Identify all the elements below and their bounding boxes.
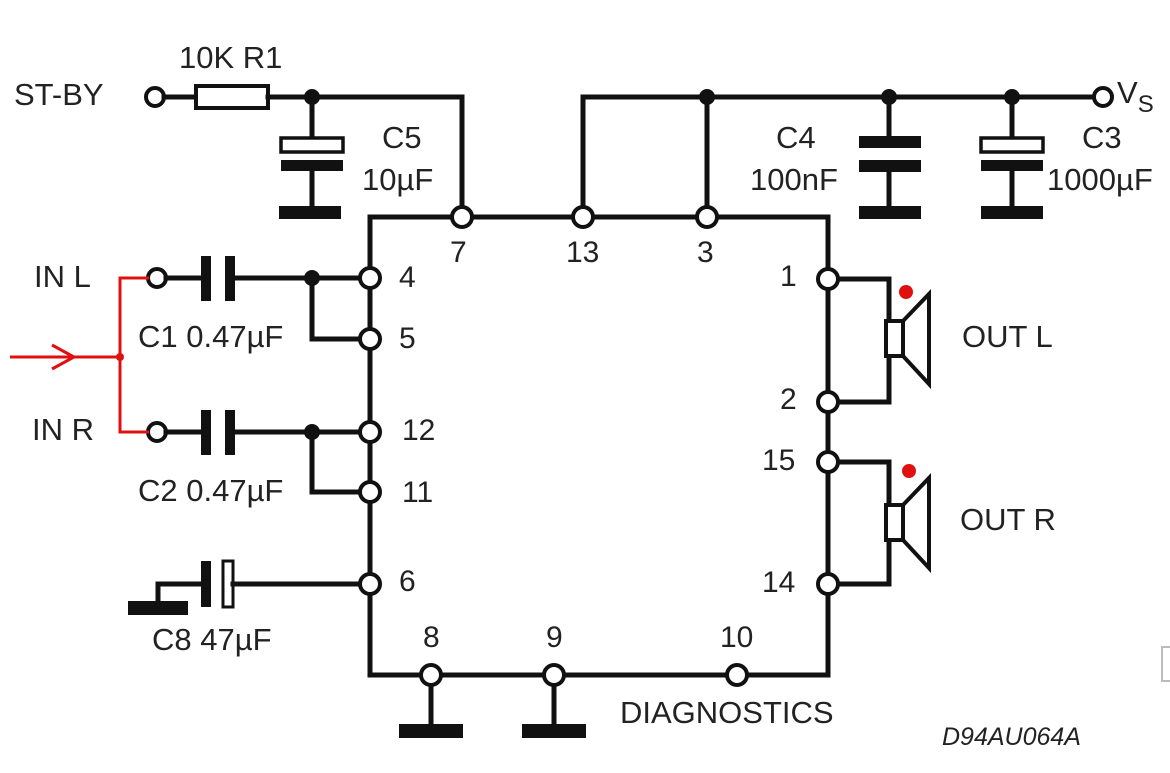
c5-name-label: C5 [382, 120, 422, 155]
ground-c8 [128, 601, 188, 615]
pin-8[interactable] [419, 663, 443, 687]
pin-3[interactable] [695, 205, 719, 229]
speaker-left [833, 276, 931, 405]
pin-10-number: 10 [720, 621, 753, 654]
pin-15[interactable] [816, 450, 840, 474]
pin-12[interactable] [358, 420, 382, 444]
pin-10[interactable] [725, 663, 749, 687]
pin-8-number: 8 [423, 621, 440, 654]
vs-label: VS [1117, 75, 1154, 118]
ground-c4 [859, 206, 921, 219]
pin-3-number: 3 [697, 236, 714, 269]
speaker-right-polarity-dot [902, 464, 916, 478]
capacitor-c4 [859, 136, 921, 148]
st-by-terminal[interactable] [144, 86, 166, 108]
r1-label: 10K R1 [179, 40, 282, 75]
in-r-terminal[interactable] [146, 421, 168, 443]
pin-4[interactable] [358, 266, 382, 290]
c8-label: C8 47µF [152, 622, 272, 657]
ground-c5 [279, 206, 341, 219]
pin-13-number: 13 [566, 236, 599, 269]
speaker-right [833, 459, 931, 587]
edge-artifact [1161, 646, 1170, 682]
pin-14-number: 14 [762, 566, 795, 599]
pin-7-number: 7 [450, 236, 467, 269]
c4-value-label: 100nF [750, 162, 838, 197]
drawing-code-label: D94AU064A [942, 723, 1081, 751]
input-left-network [146, 256, 365, 342]
pin-12-number: 12 [402, 414, 435, 447]
pin-2[interactable] [816, 390, 840, 414]
ic-pins [358, 205, 840, 687]
capacitor-c8 [201, 561, 211, 607]
pin-5[interactable] [358, 327, 382, 351]
input-right-network [146, 410, 365, 495]
in-l-label: IN L [34, 259, 91, 294]
pin-7[interactable] [450, 205, 474, 229]
input-feed-highlight [10, 276, 149, 434]
c4-name-label: C4 [776, 120, 816, 155]
pin-6-number: 6 [399, 565, 416, 598]
pin-1[interactable] [816, 267, 840, 291]
pin-5-number: 5 [399, 322, 416, 355]
diagnostics-label: DIAGNOSTICS [620, 695, 834, 730]
capacitor-c5 [279, 136, 345, 154]
capacitor-c2 [201, 410, 211, 455]
ground-pin9 [522, 724, 586, 738]
c5-value-label: 10µF [362, 162, 433, 197]
st-by-label: ST-BY [14, 77, 104, 112]
ground-c3 [981, 206, 1043, 219]
pin-6[interactable] [358, 572, 382, 596]
resistor-r1 [194, 84, 270, 110]
pin-11[interactable] [358, 480, 382, 504]
capacitor-c3 [979, 136, 1045, 154]
in-r-label: IN R [32, 412, 94, 447]
pin-14[interactable] [816, 572, 840, 596]
in-l-terminal[interactable] [146, 267, 168, 289]
c8-network [128, 559, 365, 615]
pin-15-number: 15 [762, 444, 795, 477]
ground-pin8 [399, 724, 463, 738]
pin-11-number: 11 [402, 476, 433, 509]
c2-label: C2 0.47µF [138, 473, 283, 508]
ic-body [367, 214, 831, 678]
pin-1-number: 1 [780, 260, 797, 293]
pin-9[interactable] [542, 663, 566, 687]
c3-name-label: C3 [1082, 120, 1122, 155]
c1-label: C1 0.47µF [138, 319, 283, 354]
speaker-left-polarity-dot [899, 285, 913, 299]
pin-9-number: 9 [546, 621, 563, 654]
pin-13[interactable] [571, 205, 595, 229]
pin-2-number: 2 [780, 383, 797, 416]
capacitor-c1 [201, 256, 211, 301]
standby-network [144, 84, 465, 219]
supply-rail [580, 86, 1114, 219]
out-r-label: OUT R [960, 502, 1056, 537]
c3-value-label: 1000µF [1047, 162, 1153, 197]
out-l-label: OUT L [962, 319, 1053, 354]
pin-4-number: 4 [399, 261, 416, 294]
vs-terminal[interactable] [1092, 86, 1114, 108]
